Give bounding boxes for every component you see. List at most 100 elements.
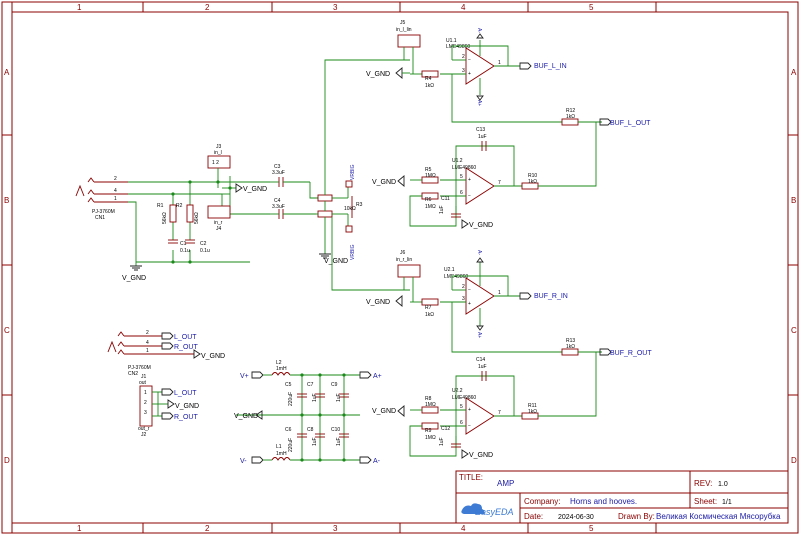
gnd-label-cn2: V_GND <box>201 353 225 360</box>
col-label-3: 3 <box>333 3 338 12</box>
col-label-1: 1 <box>77 3 82 12</box>
u21-ref: U2.1 <box>444 267 455 273</box>
r11-resistor: R11 1kΩ <box>521 352 597 420</box>
r5-resistor: R5 1MΩ <box>410 167 439 184</box>
sheet-value: 1/1 <box>722 499 732 506</box>
row-label-b-right: B <box>791 196 796 205</box>
u11-a-plus: A+ <box>476 100 482 106</box>
rev-value: 1.0 <box>718 481 728 488</box>
r3-value: 10kΩ <box>344 206 356 212</box>
u21-value: LME49860 <box>444 274 468 280</box>
j3-pins: 1 2 <box>212 160 219 166</box>
j3-value: in_l <box>214 150 222 156</box>
u21-a-plus: A+ <box>476 332 482 338</box>
net-buf-r-in: BUF_R_IN <box>519 292 568 300</box>
r13-resistor: R13 1kΩ <box>451 302 602 356</box>
c2-capacitor: C2 0.1u <box>185 239 210 254</box>
date-value: 2024-06-30 <box>558 514 594 521</box>
c9-value: 1uF <box>336 393 342 402</box>
c2-value: 0.1u <box>200 248 210 254</box>
u12-plus: + <box>468 177 471 183</box>
net-buf-l-out: BUF_L_OUT <box>599 118 651 127</box>
u22-pin7: 7 <box>498 410 501 416</box>
c13-capacitor: C13 1uF <box>476 127 487 151</box>
gnd-label-cn1: V_GND <box>122 275 146 282</box>
v-minus-label: V- <box>240 458 247 465</box>
gnd-symbol-u11: V_GND <box>366 67 410 79</box>
u11-pin3: 3 <box>462 68 465 74</box>
col-label-4: 4 <box>461 3 466 12</box>
u22-pin6: 6 <box>460 420 463 426</box>
u12-pin5: 5 <box>460 174 463 180</box>
j1-pin3: 3 <box>144 410 147 416</box>
c4-value: 3.3uF <box>272 204 285 210</box>
u2-2-opamp: + − U2.2 LME49860 5 6 7 <box>440 375 522 435</box>
volume-pot: R3 10kΩ VRBIG VRBIG V_GND <box>309 59 410 291</box>
row-label-d-right: D <box>791 456 797 465</box>
r4-resistor: R4 1kΩ <box>410 70 439 89</box>
c8-ref: C8 <box>307 427 314 433</box>
c11-capacitor: C11 1uF V_GND <box>439 196 493 229</box>
r11-ref: R11 <box>528 403 537 409</box>
r10-ref: R10 <box>528 173 537 179</box>
gnd-label-j3: V_GND <box>243 186 267 193</box>
u11-pin1: 1 <box>498 60 501 66</box>
j4-value: in_r <box>214 220 223 226</box>
r8-resistor: R8 1MΩ <box>410 396 439 414</box>
gnd-label-c12: V_GND <box>469 452 493 459</box>
c6-value: 220uF <box>288 438 294 452</box>
c12-value: 1uF <box>439 437 445 446</box>
r12-resistor: R12 1kΩ <box>451 74 602 126</box>
net-buf-r-out: BUF_R_OUT <box>599 348 652 357</box>
r11-value: 1kΩ <box>528 409 537 415</box>
c4-capacitor: C4 3.3uF <box>270 198 316 219</box>
j6-ref: J6 <box>400 250 406 256</box>
r10-resistor: R10 1kΩ <box>521 122 597 190</box>
row-label-c: C <box>4 326 10 335</box>
col-label-5: 5 <box>589 3 594 12</box>
r4-ref: R4 <box>425 76 432 82</box>
r7-value: 1kΩ <box>425 312 434 318</box>
u11-value: LME49860 <box>446 44 470 50</box>
u22-value: LME49860 <box>452 395 476 401</box>
u11-a-minus: A- <box>476 28 482 33</box>
u22-minus: − <box>468 423 471 429</box>
c3-value: 3.3uF <box>272 170 285 176</box>
u22-ref: U2.2 <box>452 388 463 394</box>
u11-ref: U1.1 <box>446 38 457 44</box>
gnd-symbol-u12: V_GND <box>372 175 405 187</box>
col-label-3-bottom: 3 <box>333 524 338 533</box>
c1-ref: C1 <box>180 241 187 247</box>
c5-ref: C5 <box>285 382 292 388</box>
j2-value: out_r <box>138 426 150 432</box>
a-minus-label: A- <box>373 458 381 465</box>
gnd-label-c11: V_GND <box>469 222 493 229</box>
cn1-ref: CN1 <box>95 215 105 221</box>
c3-ref: C3 <box>274 164 281 170</box>
r9-resistor: R9 1MΩ <box>409 422 457 457</box>
u12-minus: − <box>468 193 471 199</box>
cn2-l-out: L_OUT <box>174 334 197 341</box>
c13-value: 1uF <box>478 134 487 140</box>
u21-minus: − <box>468 287 471 293</box>
u1-2-opamp: + − U1.2 LME49860 5 6 7 <box>440 145 522 205</box>
c1-capacitor: C1 0.1u <box>168 239 190 254</box>
u21-a-minus: A- <box>476 250 482 255</box>
u22-plus: + <box>468 407 471 413</box>
cn2-ref: CN2 <box>128 371 138 377</box>
u12-ref: U1.2 <box>452 158 463 164</box>
c7-value: 1uF <box>312 393 318 402</box>
gnd-label-u12: V_GND <box>372 179 396 186</box>
r12-value: 1kΩ <box>566 114 575 120</box>
j6-value: in_r_lin <box>396 257 412 263</box>
c1-value: 0.1u <box>180 248 190 254</box>
buf-l-out-label: BUF_L_OUT <box>610 120 651 127</box>
col-label-2-bottom: 2 <box>205 524 210 533</box>
cn2-value: PJ-3760M <box>128 365 151 371</box>
power-filter: V+ L2 1mH A+ V_GND V- L1 1mH A- C5 2 <box>234 360 382 465</box>
row-label-c-right: C <box>791 326 797 335</box>
u11-plus: + <box>468 71 471 77</box>
j1-ref: J1 <box>141 374 147 380</box>
jack-cn2: 2 4 1 PJ-3760M CN2 L_OUT R_OUT V_GND <box>107 330 225 377</box>
buf-r-in-label: BUF_R_IN <box>534 293 568 300</box>
